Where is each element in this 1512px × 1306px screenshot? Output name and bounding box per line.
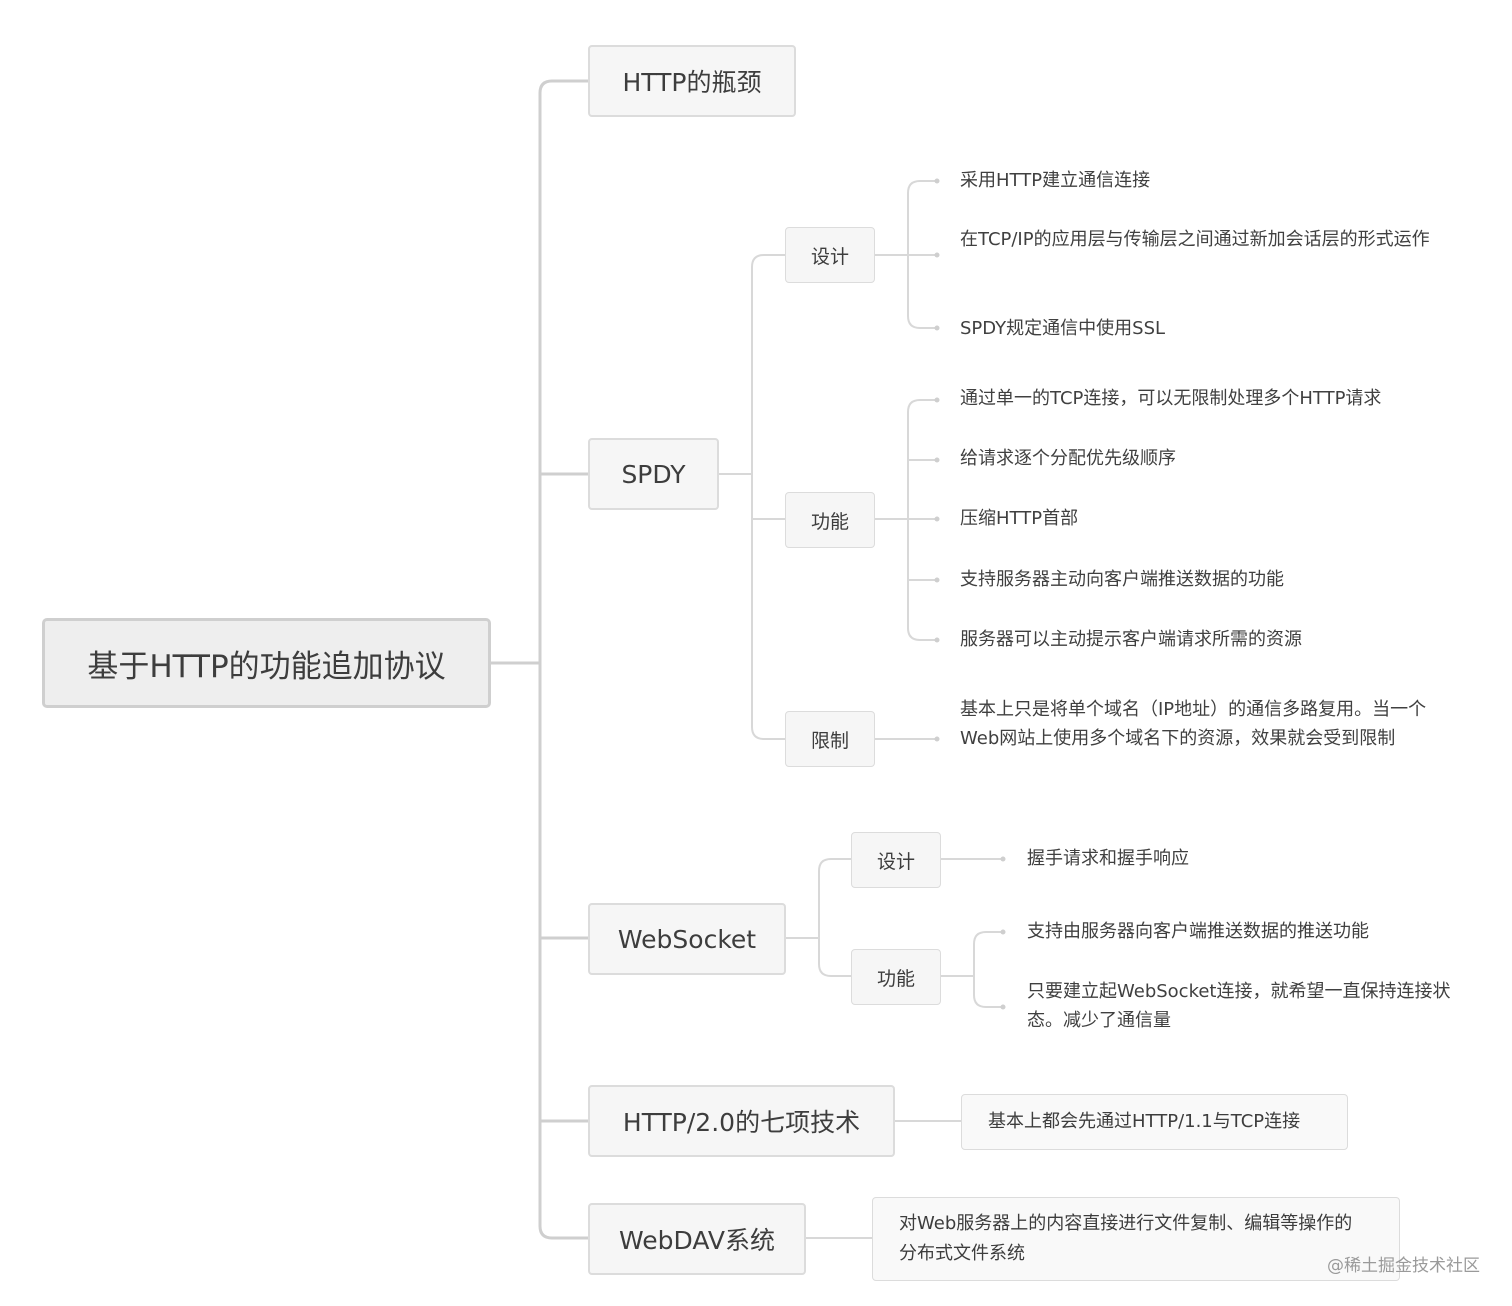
note-label: 对Web服务器上的内容直接进行文件复制、编辑等操作的分布式文件系统	[899, 1213, 1353, 1264]
subtopic-spdy-features[interactable]: 功能	[785, 492, 875, 548]
topic-label: WebSocket	[617, 924, 757, 954]
topic-label: HTTP的瓶颈	[622, 68, 762, 97]
leaf-spdy-design-1[interactable]: 采用HTTP建立通信连接	[960, 170, 1151, 191]
subtopic-label: 设计	[876, 850, 915, 873]
topic-webdav[interactable]: WebDAV系统	[588, 1203, 806, 1275]
leaf-spdy-feature-2[interactable]: 给请求逐个分配优先级顺序	[960, 448, 1176, 469]
leaf-spdy-design-2[interactable]: 在TCP/IP的应用层与传输层之间通过新加会话层的形式运作	[960, 229, 1430, 250]
subtopic-label: 功能	[876, 967, 915, 990]
leaf-spdy-feature-3[interactable]: 压缩HTTP首部	[960, 508, 1079, 529]
subtopic-label: 功能	[810, 510, 849, 533]
leaf-spdy-feature-5[interactable]: 服务器可以主动提示客户端请求所需的资源	[960, 629, 1302, 650]
leaf-websocket-feature-1[interactable]: 支持由服务器向客户端推送数据的推送功能	[1027, 921, 1369, 942]
topic-label: HTTP/2.0的七项技术	[622, 1108, 861, 1137]
leaf-spdy-design-3[interactable]: SPDY规定通信中使用SSL	[960, 318, 1166, 339]
note-http2[interactable]: 基本上都会先通过HTTP/1.1与TCP连接	[961, 1094, 1348, 1150]
topic-label: SPDY	[621, 459, 686, 489]
subtopic-websocket-design[interactable]: 设计	[851, 832, 941, 888]
subtopic-label: 设计	[810, 245, 849, 268]
leaf-spdy-feature-4[interactable]: 支持服务器主动向客户端推送数据的功能	[960, 569, 1284, 590]
subtopic-label: 限制	[810, 729, 849, 752]
root-topic-label: 基于HTTP的功能追加协议	[87, 648, 446, 685]
leaf-websocket-feature-2[interactable]: 只要建立起WebSocket连接，就希望一直保持连接状态。减少了通信量	[1027, 981, 1451, 1031]
root-topic[interactable]: 基于HTTP的功能追加协议	[42, 618, 491, 708]
subtopic-websocket-features[interactable]: 功能	[851, 949, 941, 1005]
watermark: @稀土掘金技术社区	[1327, 1256, 1480, 1276]
subtopic-spdy-limits[interactable]: 限制	[785, 711, 875, 767]
topic-http2-seven-techniques[interactable]: HTTP/2.0的七项技术	[588, 1085, 895, 1157]
topic-websocket[interactable]: WebSocket	[588, 903, 786, 975]
topic-label: WebDAV系统	[619, 1226, 775, 1255]
subtopic-spdy-design[interactable]: 设计	[785, 227, 875, 283]
note-label: 基本上都会先通过HTTP/1.1与TCP连接	[988, 1111, 1301, 1132]
leaf-websocket-design-1[interactable]: 握手请求和握手响应	[1027, 848, 1189, 869]
topic-http-bottleneck[interactable]: HTTP的瓶颈	[588, 45, 796, 117]
topic-spdy[interactable]: SPDY	[588, 438, 719, 510]
note-webdav[interactable]: 对Web服务器上的内容直接进行文件复制、编辑等操作的分布式文件系统	[872, 1197, 1400, 1281]
leaf-spdy-feature-1[interactable]: 通过单一的TCP连接，可以无限制处理多个HTTP请求	[960, 388, 1382, 409]
leaf-spdy-limit-1[interactable]: 基本上只是将单个域名（IP地址）的通信多路复用。当一个Web网站上使用多个域名下…	[960, 699, 1427, 749]
